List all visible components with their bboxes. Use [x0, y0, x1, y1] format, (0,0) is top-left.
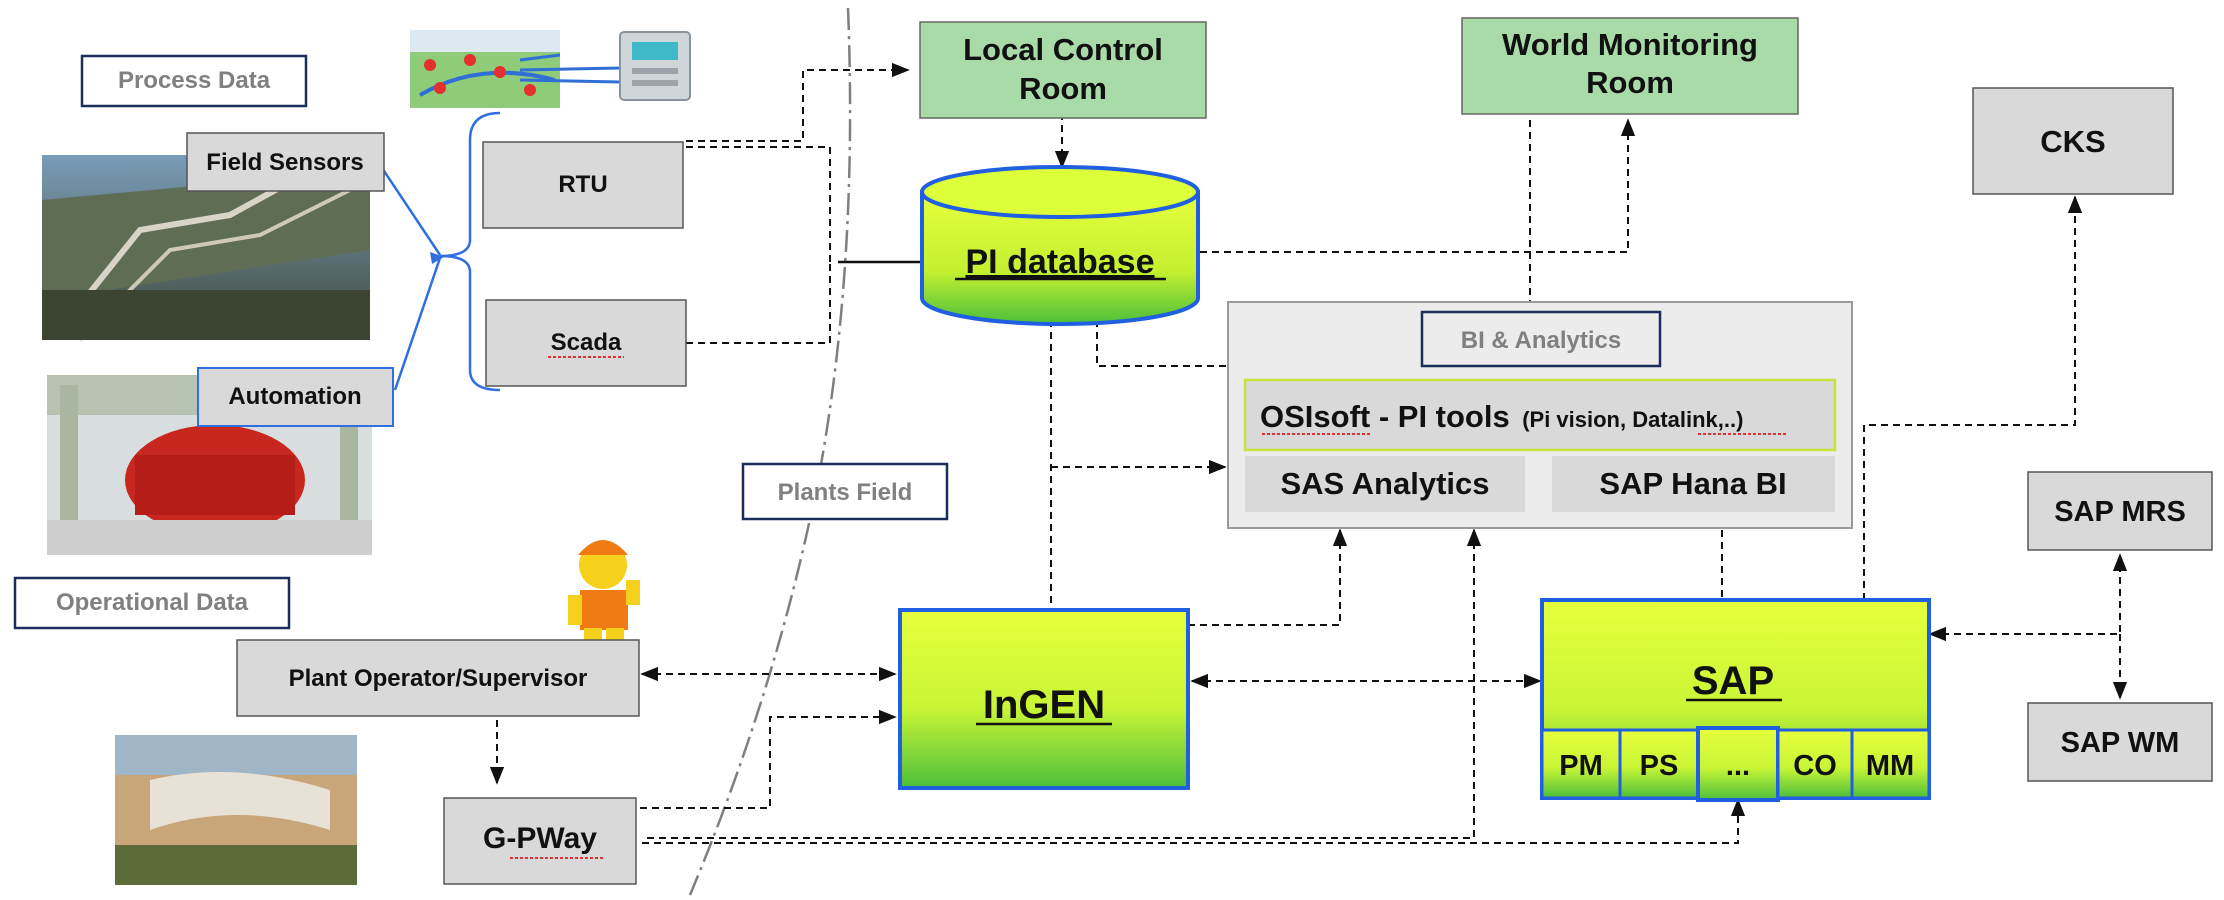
sap-node[interactable]: SAP PM PS ... CO MM — [1540, 598, 1931, 802]
svg-text:World Monitoring: World Monitoring — [1502, 27, 1758, 62]
plants-field-label: Plants Field — [741, 462, 949, 521]
lego-worker-icon — [568, 540, 640, 642]
svg-text:MM: MM — [1866, 750, 1914, 782]
svg-text:SAP WM: SAP WM — [2061, 727, 2180, 759]
ingen-node[interactable]: InGEN — [898, 608, 1190, 790]
svg-text:Field Sensors: Field Sensors — [206, 149, 363, 176]
svg-text:CO: CO — [1793, 750, 1837, 782]
sap-hana-bi-node[interactable]: SAP Hana BI — [1552, 456, 1835, 512]
svg-text:PI database: PI database — [966, 243, 1155, 281]
svg-text:Operational Data: Operational Data — [56, 589, 249, 616]
operational-data-label: Operational Data — [13, 576, 291, 630]
field-sensors-node[interactable]: Field Sensors — [186, 132, 385, 192]
svg-text:SAP MRS: SAP MRS — [2054, 496, 2186, 528]
sap-module-pm[interactable]: PM — [1540, 728, 1622, 800]
world-monitoring-room-node[interactable]: World Monitoring Room — [1461, 17, 1799, 115]
brace-arrow-icon — [430, 252, 444, 264]
svg-text:OSIsoft - PI tools (Pi: OSIsoft - PI tools (Pi vision, Datalink,… — [1260, 399, 1743, 434]
svg-text:RTU: RTU — [558, 171, 607, 198]
svg-text:...: ... — [1726, 750, 1750, 782]
sap-mrs-node[interactable]: SAP MRS — [2027, 471, 2213, 551]
rtu-device-icon — [619, 31, 691, 101]
sap-module-ps[interactable]: PS — [1618, 728, 1700, 800]
rtu-node[interactable]: RTU — [482, 141, 684, 229]
svg-text:Process Data: Process Data — [118, 67, 271, 94]
svg-text:Room: Room — [1019, 71, 1107, 106]
sas-analytics-node[interactable]: SAS Analytics — [1245, 456, 1525, 512]
scada-landscape-illustration — [410, 30, 621, 108]
svg-text:SAS Analytics: SAS Analytics — [1280, 466, 1489, 501]
bi-analytics-title: BI & Analytics — [1420, 310, 1662, 368]
automation-node[interactable]: Automation — [197, 367, 394, 427]
cks-node[interactable]: CKS — [1972, 87, 2174, 195]
sap-module-mm[interactable]: MM — [1850, 728, 1931, 800]
sap-module-more[interactable]: ... — [1696, 726, 1780, 802]
svg-text:SAP: SAP — [1692, 659, 1774, 703]
svg-text:PS: PS — [1640, 750, 1679, 782]
field-connectors — [378, 111, 501, 392]
svg-text:SAP Hana BI: SAP Hana BI — [1599, 466, 1786, 501]
plant-operator-node[interactable]: Plant Operator/Supervisor — [236, 639, 640, 717]
svg-text:Scada: Scada — [551, 329, 622, 356]
process-data-label: Process Data — [80, 54, 308, 108]
connector-lines — [489, 62, 2128, 844]
svg-text:Local Control: Local Control — [963, 32, 1163, 67]
bi-analytics-panel: BI & Analytics OSIsoft - PI tools (Pi vi… — [1227, 301, 1853, 529]
g-pway-node[interactable]: G-PWay — [443, 797, 637, 885]
svg-text:Plants Field: Plants Field — [778, 479, 913, 506]
svg-text:G-PWay: G-PWay — [483, 822, 597, 855]
svg-text:PM: PM — [1559, 750, 1603, 782]
sap-wm-node[interactable]: SAP WM — [2027, 702, 2213, 782]
osisoft-pi-tools-node[interactable]: OSIsoft - PI tools (Pi vision, Datalink,… — [1243, 378, 1837, 452]
svg-text:BI & Analytics: BI & Analytics — [1461, 327, 1622, 354]
svg-text:Room: Room — [1586, 65, 1674, 100]
svg-text:InGEN: InGEN — [983, 683, 1105, 727]
local-control-room-node[interactable]: Local Control Room — [919, 21, 1207, 119]
dam-photo — [115, 735, 357, 885]
svg-text:CKS: CKS — [2040, 124, 2105, 159]
svg-text:Plant Operator/Supervisor: Plant Operator/Supervisor — [289, 665, 588, 692]
pi-database-node[interactable]: PI database — [920, 165, 1200, 326]
sap-module-co[interactable]: CO — [1776, 728, 1854, 800]
scada-node[interactable]: Scada — [485, 299, 687, 387]
svg-text:Automation: Automation — [228, 383, 361, 410]
